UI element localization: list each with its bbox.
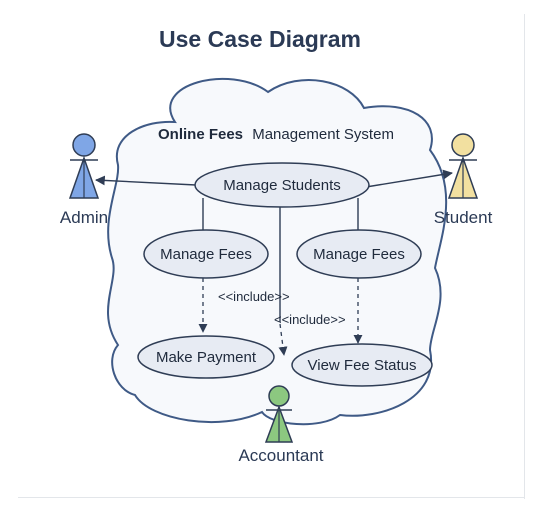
usecase-manage-fees-left-label: Manage Fees xyxy=(160,246,252,263)
diagram-title: Use Case Diagram xyxy=(159,26,361,52)
include-accountant-line xyxy=(278,323,288,356)
include-right-label: <<include>> xyxy=(274,312,346,327)
actor-student-label: Student xyxy=(434,208,493,227)
system-name: Online Fees Management System xyxy=(158,126,394,143)
usecase-view-fee-status-label: View Fee Status xyxy=(308,357,417,374)
usecase-make-payment[interactable]: Make Payment xyxy=(137,335,275,379)
usecase-manage-students[interactable]: Manage Students xyxy=(194,162,370,208)
system-name-rest: Management System xyxy=(252,126,394,143)
actor-admin-label: Admin xyxy=(60,208,108,227)
usecase-manage-fees-right-label: Manage Fees xyxy=(313,246,405,263)
line-admin-manage-students xyxy=(95,175,197,186)
usecase-manage-fees-right[interactable]: Manage Fees xyxy=(296,229,422,279)
actor-accountant[interactable]: Accountant xyxy=(238,385,324,465)
include-left-label: <<include>> xyxy=(218,289,290,304)
usecase-view-fee-status[interactable]: View Fee Status xyxy=(291,343,433,387)
actor-accountant-label: Accountant xyxy=(238,446,323,465)
actor-admin[interactable]: Admin xyxy=(60,133,108,227)
usecase-manage-students-label: Manage Students xyxy=(223,177,341,194)
actor-student[interactable]: Student xyxy=(434,133,493,227)
frame-bottom-border xyxy=(18,497,524,498)
frame-right-border xyxy=(524,14,525,499)
line-manage-students-student xyxy=(365,169,453,188)
usecase-manage-fees-left[interactable]: Manage Fees xyxy=(143,229,269,279)
usecase-make-payment-label: Make Payment xyxy=(156,349,257,366)
system-name-bold: Online Fees xyxy=(158,126,243,143)
